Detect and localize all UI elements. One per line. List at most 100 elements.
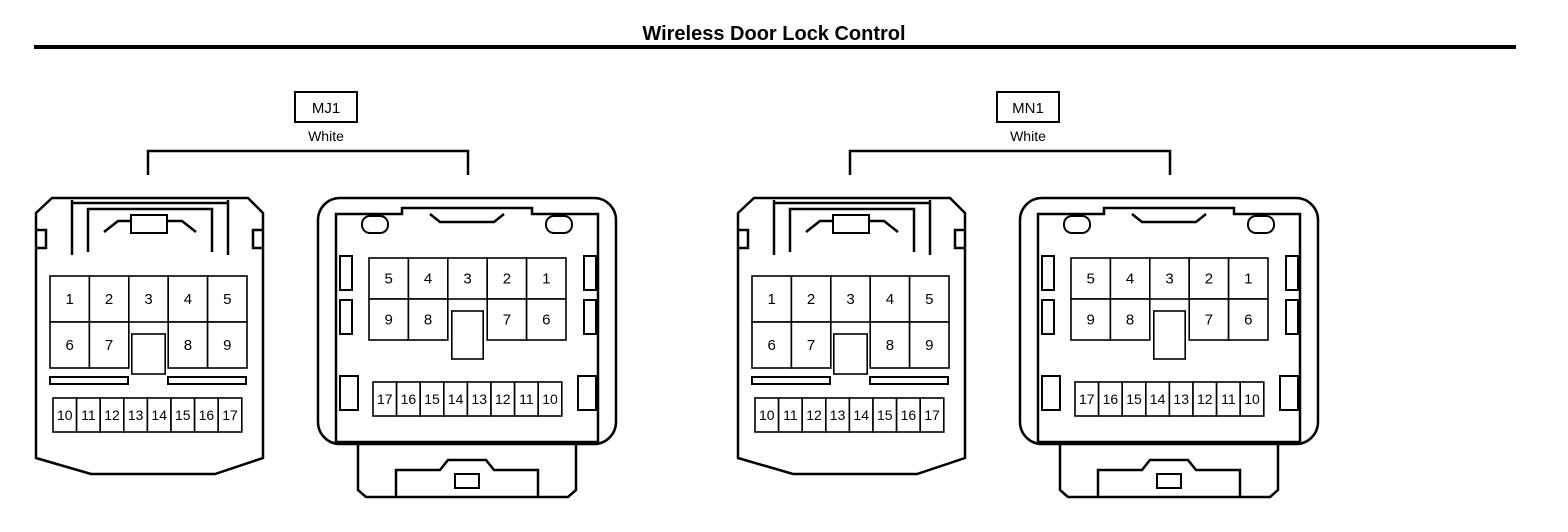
bottom-latch-housing (356, 444, 578, 499)
pin-number: 5 (223, 291, 231, 308)
pin-number: 11 (783, 407, 798, 423)
key-slot (450, 310, 484, 360)
pin-number: 14 (448, 391, 464, 407)
pin-number: 5 (385, 271, 393, 288)
side-slot (1041, 299, 1055, 335)
inner-frame (334, 206, 600, 444)
pin-cell (206, 321, 248, 369)
pin-number: 15 (1126, 391, 1142, 407)
pin-number: 14 (853, 407, 869, 423)
latch-tab (1156, 473, 1182, 489)
pin-number: 3 (846, 291, 854, 308)
pin-cell (908, 275, 950, 323)
pin-number: 1 (66, 291, 74, 308)
pin-cell (1227, 257, 1269, 300)
pin-number: 5 (925, 291, 933, 308)
key-slot (832, 333, 868, 375)
pin-number: 15 (175, 407, 191, 423)
latch-arm (805, 219, 899, 233)
pin-cell (217, 397, 243, 433)
pin-number: 2 (105, 291, 113, 308)
pin-number: 14 (151, 407, 167, 423)
side-notch (251, 228, 263, 250)
pin-number: 15 (877, 407, 893, 423)
side-slot (339, 299, 353, 335)
lock-tab (832, 214, 870, 234)
harness-side-housing (34, 196, 265, 476)
pin-cell (407, 257, 449, 300)
connector-bracket (848, 149, 1172, 175)
connector-color: White (308, 128, 344, 144)
pin-cell (1227, 298, 1269, 341)
side-slot (339, 375, 359, 411)
pin-cell (167, 321, 209, 369)
pin-cell (407, 298, 449, 341)
connector-code-box (294, 91, 358, 123)
pin-number: 16 (401, 391, 417, 407)
pin-cell (1070, 257, 1112, 300)
latch-tab (454, 473, 480, 489)
side-slot (577, 375, 597, 411)
mount-hole (361, 215, 389, 234)
pin-number: 13 (128, 407, 144, 423)
bottom-latch (1096, 458, 1242, 497)
device-side-housing (316, 196, 618, 446)
pin-number: 12 (104, 407, 120, 423)
mount-hole (1063, 215, 1091, 234)
pin-number: 7 (1205, 312, 1213, 329)
pin-number: 8 (886, 337, 894, 354)
device-side-housing (1018, 196, 1320, 446)
pin-number: 5 (1087, 271, 1095, 288)
connector-code: MN1 (1012, 100, 1044, 117)
divider-bar (869, 376, 949, 385)
pin-number: 6 (66, 337, 74, 354)
side-slot (1279, 375, 1299, 411)
pin-number: 1 (542, 271, 550, 288)
bottom-latch (394, 458, 540, 497)
pin-number: 10 (1244, 391, 1260, 407)
key-slot (131, 333, 167, 375)
side-slot (1285, 299, 1299, 335)
bottom-latch-housing (1058, 444, 1280, 499)
pin-number: 10 (759, 407, 775, 423)
pin-number: 2 (503, 271, 511, 288)
pin-number: 15 (424, 391, 440, 407)
side-slot (1041, 375, 1061, 411)
latch-arm (103, 219, 197, 233)
latch-inner (788, 207, 916, 252)
pin-number: 8 (424, 312, 432, 329)
pin-cell (1149, 257, 1191, 300)
pin-number: 10 (542, 391, 558, 407)
pin-number: 2 (807, 291, 815, 308)
pin-number: 17 (377, 391, 393, 407)
side-notch (36, 228, 48, 250)
connector-code-box (996, 91, 1060, 123)
pin-number: 11 (81, 407, 96, 423)
pin-cell (1109, 298, 1151, 341)
latch-inner (86, 207, 214, 252)
pin-number: 6 (542, 312, 550, 329)
pin-number: 12 (1197, 391, 1213, 407)
harness-side-housing (736, 196, 967, 476)
pin-number: 17 (222, 407, 238, 423)
pin-number: 4 (1126, 271, 1134, 288)
pin-number: 17 (1079, 391, 1095, 407)
pin-number: 12 (495, 391, 511, 407)
pin-cell (751, 321, 793, 369)
pin-cell (368, 257, 410, 300)
pin-number: 4 (424, 271, 432, 288)
lock-tab (130, 214, 168, 234)
connector-color: White (1010, 128, 1046, 144)
connector-bracket (146, 149, 470, 175)
pin-cell (919, 397, 945, 433)
divider-bar (49, 376, 129, 385)
pin-number: 13 (830, 407, 846, 423)
top-guide (429, 213, 505, 224)
side-slot (339, 255, 353, 291)
pin-number: 11 (1221, 391, 1236, 407)
pin-number: 9 (1087, 312, 1095, 329)
pin-number: 17 (924, 407, 940, 423)
